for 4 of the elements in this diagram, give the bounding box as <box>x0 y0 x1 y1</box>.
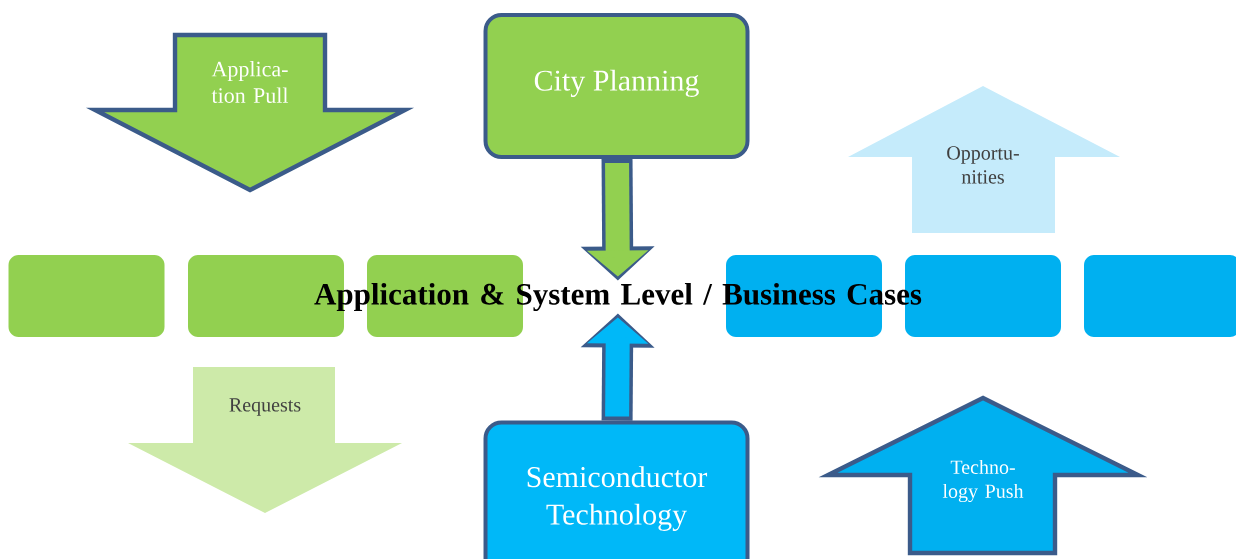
rounded-box: Semiconductor Technology <box>483 420 750 559</box>
rounded-box <box>8 255 165 337</box>
rounded-box <box>1084 255 1236 337</box>
rounded-box: City Planning <box>483 13 750 159</box>
